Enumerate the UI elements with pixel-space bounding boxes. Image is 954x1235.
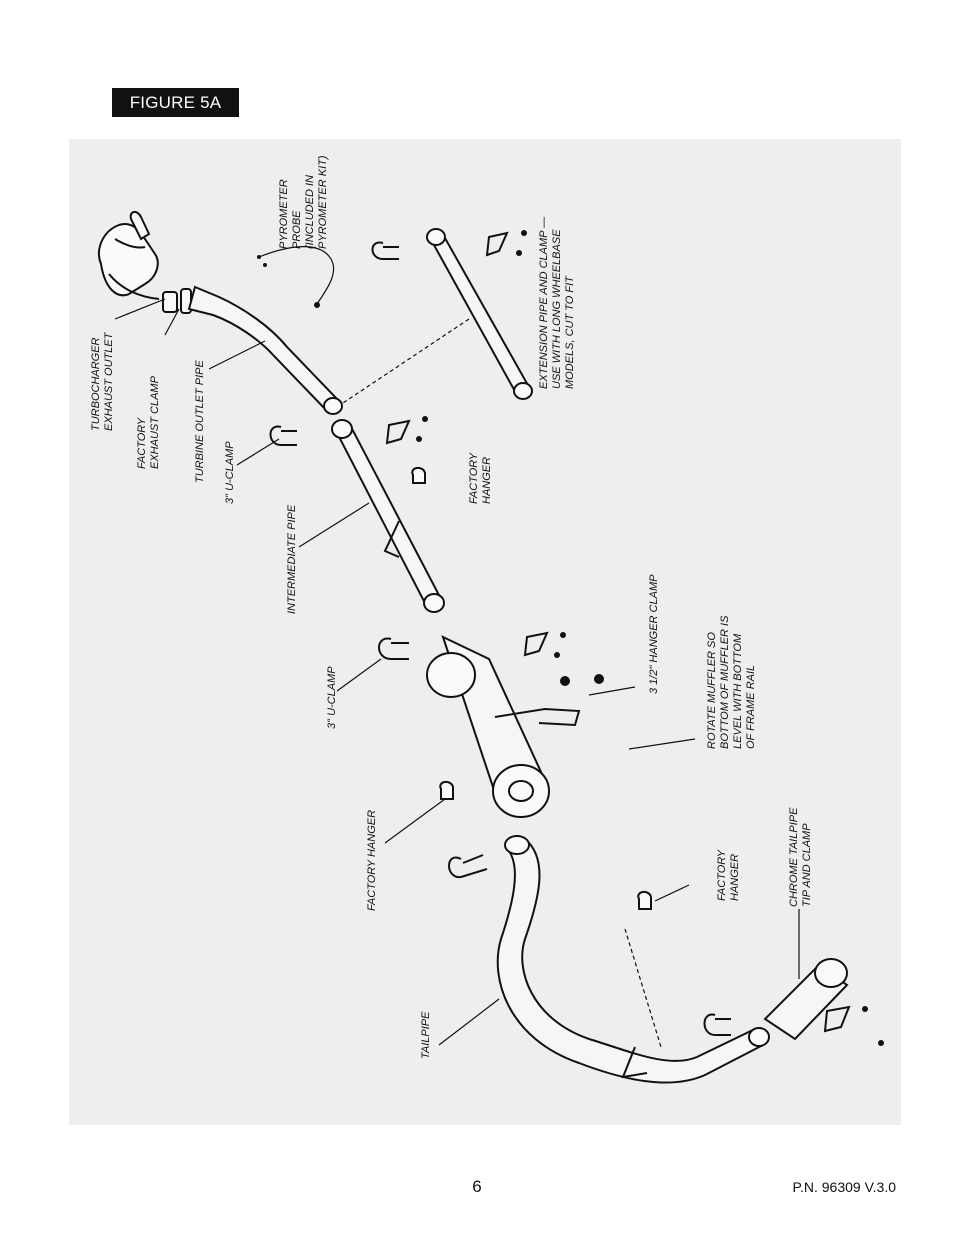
- label-factory-hanger-top: FACTORY HANGER: [468, 450, 493, 504]
- exhaust-diagram: TURBOCHARGER EXHAUST OUTLET FACTORY EXHA…: [69, 139, 901, 1125]
- turbocharger-drawing: [98, 211, 192, 314]
- extension-pipe-drawing: [342, 228, 533, 404]
- pyrometer-probe-drawing: [257, 246, 335, 308]
- label-factory-hanger-low: FACTORY HANGER: [716, 847, 741, 901]
- intermediate-pipe-drawing: [269, 416, 445, 613]
- label-chrome-tailpipe-tip: CHROME TAILPIPE TIP AND CLAMP: [788, 805, 813, 908]
- turbine-outlet-pipe-drawing: [187, 285, 343, 415]
- label-rotate-muffler: ROTATE MUFFLER SO BOTTOM OF MUFFLER IS L…: [706, 613, 757, 750]
- chrome-tip-drawing: [703, 958, 884, 1046]
- label-turbine-outlet-pipe: TURBINE OUTLET PIPE: [194, 359, 206, 483]
- label-u-clamp-top: 3" U-CLAMP: [224, 441, 236, 504]
- label-pyrometer-probe: PYROMETER PROBE (INCLUDED IN PYROMETER K…: [278, 155, 329, 249]
- label-intermediate-pipe: INTERMEDIATE PIPE: [286, 504, 298, 614]
- tailpipe-drawing: [496, 835, 770, 1084]
- label-u-clamp-mid: 3" U-CLAMP: [326, 666, 338, 729]
- label-turbocharger-exhaust-outlet: TURBOCHARGER EXHAUST OUTLET: [90, 331, 115, 431]
- muffler-drawing: [378, 631, 604, 879]
- label-factory-hanger-mid: FACTORY HANGER: [366, 810, 378, 911]
- label-extension-pipe: EXTENSION PIPE AND CLAMP — USE WITH LONG…: [538, 214, 576, 389]
- label-tailpipe: TAILPIPE: [420, 1011, 432, 1059]
- label-factory-exhaust-clamp: FACTORY EXHAUST CLAMP: [136, 375, 161, 469]
- figure-title-badge: FIGURE 5A: [112, 88, 239, 117]
- label-hanger-clamp: 3 1/2" HANGER CLAMP: [648, 574, 660, 694]
- page-number: 6: [472, 1177, 482, 1196]
- leader-lines: [114, 298, 800, 1046]
- part-number: P.N. 96309 V.3.0: [792, 1179, 896, 1195]
- exhaust-diagram-drawing: TURBOCHARGER EXHAUST OUTLET FACTORY EXHA…: [90, 155, 884, 1084]
- diagram-labels: TURBOCHARGER EXHAUST OUTLET FACTORY EXHA…: [90, 155, 813, 1059]
